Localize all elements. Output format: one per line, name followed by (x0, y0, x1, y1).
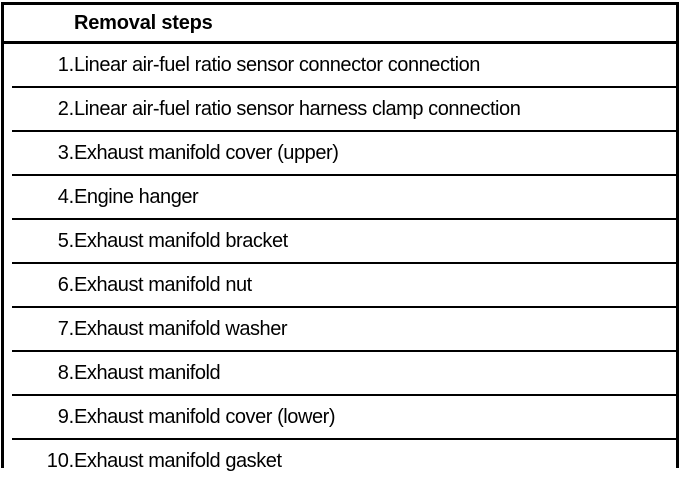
row-marker-b-cell (12, 219, 20, 263)
row-step-cell: Exhaust manifold cover (upper) (74, 131, 676, 175)
row-marker-a-cell (4, 439, 12, 482)
row-marker-b-cell (12, 263, 20, 307)
row-number-cell: 10. (20, 439, 74, 482)
row-step-cell: Exhaust manifold nut (74, 263, 676, 307)
header-number-cell (20, 5, 74, 43)
row-marker-b-cell (12, 307, 20, 351)
row-number-cell: 4. (20, 175, 74, 219)
table-row: 6.Exhaust manifold nut (4, 263, 676, 307)
table-header-row: Removal steps (4, 5, 676, 43)
row-step-cell: Exhaust manifold (74, 351, 676, 395)
row-marker-a-cell (4, 131, 12, 175)
row-marker-a-cell (4, 307, 12, 351)
row-step-cell: Engine hanger (74, 175, 676, 219)
table-row: 3.Exhaust manifold cover (upper) (4, 131, 676, 175)
row-step-cell: Exhaust manifold washer (74, 307, 676, 351)
removal-steps-table: Removal steps 1.Linear air-fuel ratio se… (4, 5, 676, 482)
row-marker-b-cell (12, 395, 20, 439)
row-marker-a-cell (4, 219, 12, 263)
row-number-cell: 8. (20, 351, 74, 395)
table-row: 7.Exhaust manifold washer (4, 307, 676, 351)
table-row: 9.Exhaust manifold cover (lower) (4, 395, 676, 439)
table-row: 8.Exhaust manifold (4, 351, 676, 395)
row-number-cell: 6. (20, 263, 74, 307)
row-marker-b-cell (12, 175, 20, 219)
row-marker-a-cell (4, 263, 12, 307)
row-number-cell: 1. (20, 43, 74, 88)
row-marker-b-cell (12, 43, 20, 88)
row-step-cell: Linear air-fuel ratio sensor harness cla… (74, 87, 676, 131)
table-header: Removal steps (4, 5, 676, 43)
row-number-cell: 3. (20, 131, 74, 175)
table-row: 4.Engine hanger (4, 175, 676, 219)
table-row: 5.Exhaust manifold bracket (4, 219, 676, 263)
table-body: 1.Linear air-fuel ratio sensor connector… (4, 43, 676, 482)
row-marker-b-cell (12, 131, 20, 175)
row-marker-a-cell (4, 175, 12, 219)
row-number-cell: 2. (20, 87, 74, 131)
row-marker-a-cell (4, 87, 12, 131)
row-step-cell: Exhaust manifold cover (lower) (74, 395, 676, 439)
row-number-cell: 5. (20, 219, 74, 263)
removal-steps-table-frame: Removal steps 1.Linear air-fuel ratio se… (1, 2, 679, 468)
row-marker-a-cell (4, 43, 12, 88)
table-row: 2.Linear air-fuel ratio sensor harness c… (4, 87, 676, 131)
table-row: 10.Exhaust manifold gasket (4, 439, 676, 482)
table-row: 1.Linear air-fuel ratio sensor connector… (4, 43, 676, 88)
row-step-cell: Linear air-fuel ratio sensor connector c… (74, 43, 676, 88)
row-marker-b-cell (12, 439, 20, 482)
row-marker-a-cell (4, 395, 12, 439)
row-marker-b-cell (12, 351, 20, 395)
row-marker-b-cell (12, 87, 20, 131)
header-marker-b-cell (12, 5, 20, 43)
header-title-cell: Removal steps (74, 5, 676, 43)
row-number-cell: 7. (20, 307, 74, 351)
row-step-cell: Exhaust manifold gasket (74, 439, 676, 482)
row-marker-a-cell (4, 351, 12, 395)
header-marker-a-cell (4, 5, 12, 43)
row-number-cell: 9. (20, 395, 74, 439)
row-step-cell: Exhaust manifold bracket (74, 219, 676, 263)
